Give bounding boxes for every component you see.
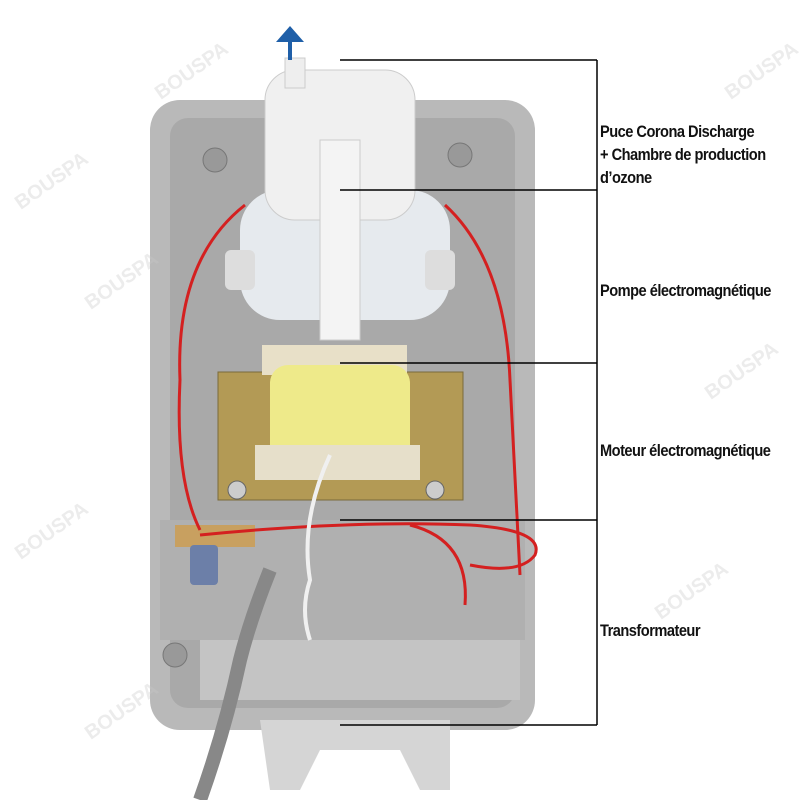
red-wire <box>199 522 538 570</box>
label-pump: Pompe électromagnétique <box>600 281 771 300</box>
screw-hole <box>202 147 228 173</box>
power-cable <box>193 567 277 800</box>
red-wire <box>443 203 522 576</box>
air-outlet-arrow-icon <box>276 26 304 60</box>
white-wire <box>303 454 332 641</box>
coil-bobbin-bottom <box>255 445 420 480</box>
circuit-board <box>175 525 255 547</box>
capacitor <box>190 545 218 585</box>
red-wire <box>177 203 246 531</box>
label-corona-discharge: Puce Corona Discharge + Chambre de produ… <box>600 120 766 189</box>
clip <box>319 139 361 341</box>
outlet-nozzle <box>284 57 306 89</box>
annotation-leaders <box>340 59 598 726</box>
case-lower-ledge <box>200 640 520 700</box>
screw-icon <box>227 480 247 500</box>
label-line: d’ozone <box>600 168 652 187</box>
pump-side <box>225 250 255 290</box>
label-transformer: Transformateur <box>600 621 701 640</box>
mount-bracket <box>260 720 450 790</box>
motor-coil <box>270 365 410 465</box>
label-line: + Chambre de production <box>600 145 766 164</box>
label-line: Puce Corona Discharge <box>600 122 755 141</box>
screw-icon <box>425 480 445 500</box>
screw-hole <box>447 142 473 168</box>
screw-hole <box>162 642 188 668</box>
pump-side <box>425 250 455 290</box>
label-motor: Moteur électromagnétique <box>600 441 771 460</box>
red-wire <box>409 523 467 606</box>
